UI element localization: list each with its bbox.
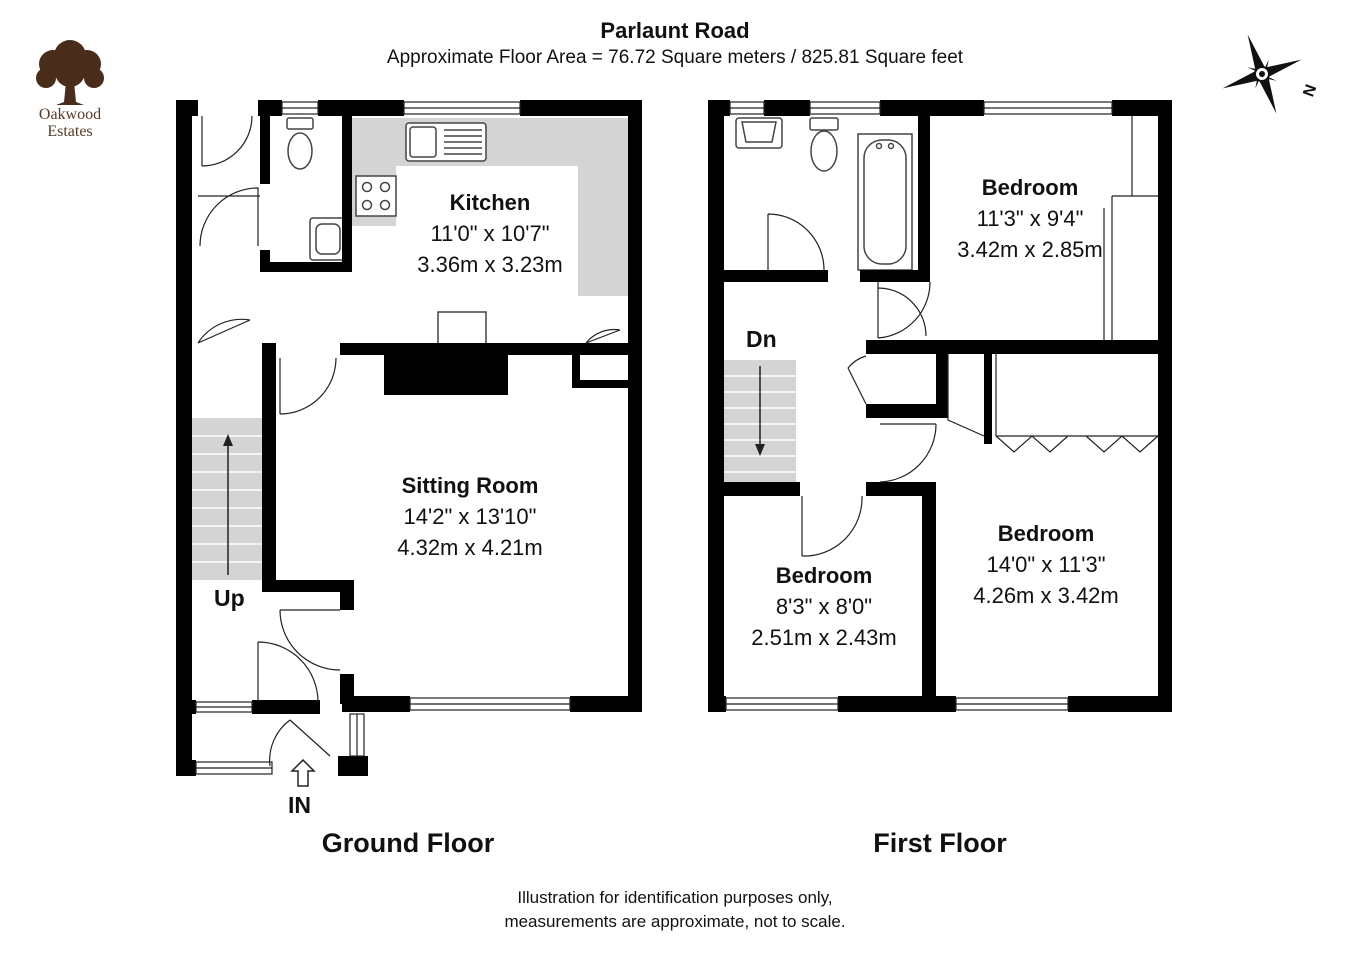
kitchen-worktop [352, 118, 628, 296]
room-size-metric: 4.32m x 4.21m [397, 535, 543, 560]
room-name: Sitting Room [401, 473, 539, 498]
entrance-label: IN [288, 792, 311, 818]
room-name: Bedroom [775, 563, 873, 588]
plan-title: Parlaunt Road [600, 18, 750, 43]
first-floor-doors [767, 213, 985, 557]
wardrobe-bedroom-3 [995, 354, 1159, 453]
room-name: Bedroom [997, 521, 1095, 546]
room-size-imperial: 8'3" x 8'0" [775, 594, 873, 619]
room-size-imperial: 11'0" x 10'7" [430, 221, 550, 246]
wardrobe-bedroom-1 [1103, 116, 1158, 340]
first-floor-plan [708, 100, 1172, 712]
ground-floor-label: Ground Floor [321, 828, 495, 858]
bedroom-2-label: Bedroom 8'3" x 8'0" 2.51m x 2.43m [724, 560, 924, 653]
basin-icon [309, 217, 347, 261]
first-floor-windows [725, 101, 1113, 711]
stairs-up [192, 418, 262, 580]
stairs-down [724, 360, 796, 482]
disclaimer-line-1: Illustration for identification purposes… [517, 888, 833, 907]
floor-area-subtitle: Approximate Floor Area = 76.72 Square me… [386, 47, 964, 68]
kitchen-sink-icon [405, 122, 487, 162]
ground-floor-walls [176, 100, 642, 776]
disclaimer-line-2: measurements are approximate, not to sca… [504, 912, 846, 931]
stairs-up-label: Up [214, 585, 245, 611]
basin-icon [735, 117, 783, 149]
disclaimer: Illustration for identification purposes… [0, 886, 1350, 934]
logo-line-1: Oakwood [38, 106, 102, 123]
room-size-imperial: 14'0" x 11'3" [986, 552, 1106, 577]
toilet-icon [809, 117, 839, 172]
ground-floor-plan [176, 100, 642, 787]
room-size-metric: 4.26m x 3.42m [973, 583, 1119, 608]
bedroom-3-label: Bedroom 14'0" x 11'3" 4.26m x 3.42m [936, 518, 1156, 611]
entrance-arrow-icon [290, 758, 316, 787]
bedroom-1-label: Bedroom 11'3" x 9'4" 3.42m x 2.85m [920, 172, 1140, 265]
oak-tree-icon [36, 40, 104, 105]
ground-floor-windows [195, 101, 571, 775]
room-name: Bedroom [981, 175, 1079, 200]
room-name: Kitchen [449, 190, 531, 215]
room-size-metric: 2.51m x 2.43m [751, 625, 897, 650]
room-size-metric: 3.42m x 2.85m [957, 237, 1103, 262]
room-size-imperial: 14'2" x 13'10" [403, 504, 537, 529]
first-floor-label: First Floor [873, 828, 1007, 858]
logo-line-2: Estates [47, 123, 93, 140]
sitting-room-label: Sitting Room 14'2" x 13'10" 4.32m x 4.21… [340, 470, 600, 563]
room-size-metric: 3.36m x 3.23m [417, 252, 563, 277]
room-size-imperial: 11'3" x 9'4" [976, 206, 1084, 231]
first-floor-walls [708, 100, 1172, 712]
hob-icon [355, 175, 397, 217]
stairs-down-label: Dn [746, 326, 777, 352]
chimney-hood [437, 311, 487, 345]
company-logo: Oakwood Estates [20, 34, 120, 140]
ground-floor-doors [197, 115, 621, 767]
kitchen-label: Kitchen 11'0" x 10'7" 3.36m x 3.23m [380, 187, 600, 280]
toilet-icon [286, 117, 314, 170]
bathtub-icon [857, 133, 913, 271]
